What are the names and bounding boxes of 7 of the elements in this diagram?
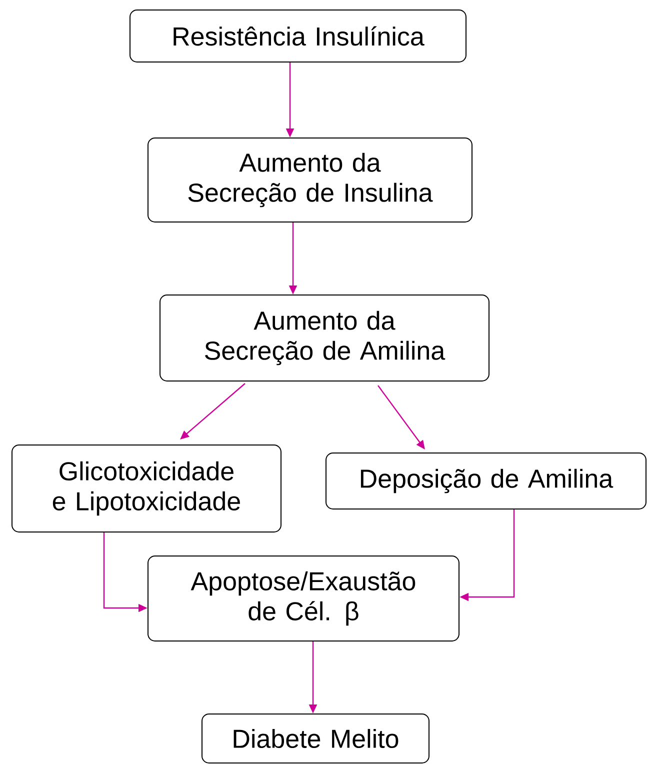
process-box: Aumento da Secreção de Insulina xyxy=(148,138,472,222)
process-box: Diabete Melito xyxy=(202,714,430,764)
process-box: Glicotoxicidade e Lipotoxicidade xyxy=(12,444,282,532)
process-box: Apoptose/Exaustão de Cél. β xyxy=(148,556,460,642)
process-box: Aumento da Secreção de Amilina xyxy=(160,294,490,382)
process-box: Deposição de Amilina xyxy=(326,452,646,510)
process-box: Resistência Insulínica xyxy=(130,10,466,62)
